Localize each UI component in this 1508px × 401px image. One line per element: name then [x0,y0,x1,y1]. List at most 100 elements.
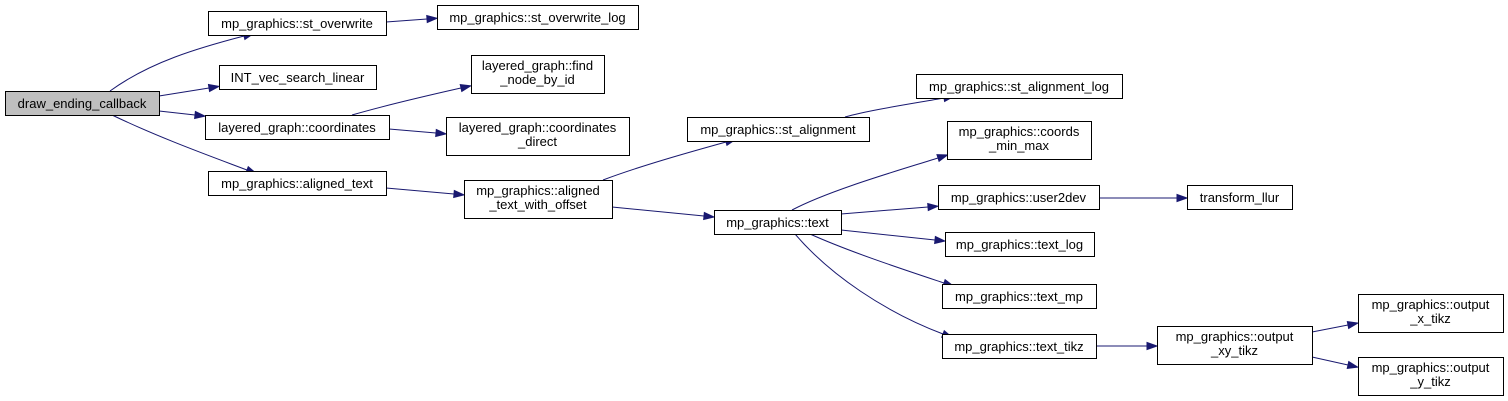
node-box [1358,357,1504,396]
edge-output_xy_tikz-to-output_y_tikz [1311,356,1360,369]
node-st_overwrite_log[interactable]: mp_graphics::st_overwrite_log [437,5,639,30]
node-box [916,74,1123,99]
node-box [947,121,1092,160]
node-find_node_by_id[interactable]: layered_graph::find_node_by_id [471,55,605,94]
edge-text-to-text_log [840,229,947,245]
node-transform_llur[interactable]: transform_llur [1187,185,1293,210]
node-box [942,284,1097,309]
node-output_xy_tikz[interactable]: mp_graphics::output_xy_tikz [1157,326,1313,365]
edge-aligned_text-to-aligned_text_with_offset [385,187,466,199]
node-text[interactable]: mp_graphics::text [714,210,842,235]
node-output_x_tikz[interactable]: mp_graphics::output_x_tikz [1358,294,1504,333]
edge-line [109,35,245,92]
node-label-line: mp_graphics::output [1372,297,1490,312]
node-label-line: layered_graph::find [482,58,593,73]
edge-line [791,157,939,211]
node-label-line: mp_graphics::st_overwrite [221,16,373,31]
node-box [464,180,613,219]
arrowhead-icon [703,211,716,221]
edge-line [794,233,944,335]
node-coordinates_direct[interactable]: layered_graph::coordinates_direct [446,117,630,156]
arrowhead-icon [1176,193,1189,203]
node-label-line: _text_with_offset [488,197,587,212]
edge-draw_ending_callback-to-coordinates [158,110,207,120]
arrowhead-icon [927,202,940,212]
node-st_alignment_log[interactable]: mp_graphics::st_alignment_log [916,74,1123,99]
edge-coordinates-to-find_node_by_id [351,84,473,116]
node-aligned_text[interactable]: mp_graphics::aligned_text [208,171,387,196]
node-box [437,5,639,30]
node-int_vec_search_linear[interactable]: INT_vec_search_linear [219,65,377,90]
arrowhead-icon [426,14,439,24]
node-text_log[interactable]: mp_graphics::text_log [945,232,1095,257]
edge-text-to-user2dev [840,202,940,215]
node-st_alignment[interactable]: mp_graphics::st_alignment [687,117,870,142]
node-box [446,117,630,156]
node-text_mp[interactable]: mp_graphics::text_mp [942,284,1097,309]
node-label-line: mp_graphics::output [1176,329,1294,344]
edge-text-to-coords_min_max [791,154,949,211]
edge-text_tikz-to-output_xy_tikz [1096,341,1159,351]
node-coordinates[interactable]: layered_graph::coordinates [205,115,390,140]
edge-coordinates-to-coordinates_direct [388,128,448,138]
edge-line [385,18,428,23]
node-label-line: mp_graphics::st_alignment_log [929,79,1109,94]
node-label-line: _x_tikz [1409,311,1450,326]
node-label-line: mp_graphics::user2dev [951,190,1087,205]
node-box [1157,326,1313,365]
node-label-line: mp_graphics::st_overwrite_log [449,10,625,25]
arrowhead-icon [1346,360,1360,369]
node-box [942,334,1097,359]
edge-line [809,233,945,284]
node-box [471,55,605,94]
node-box [5,91,160,116]
node-label-line: mp_graphics::coords [959,124,1080,139]
node-aligned_text_with_offset[interactable]: mp_graphics::aligned_text_with_offset [464,180,613,219]
node-draw_ending_callback[interactable]: draw_ending_callback [5,91,160,116]
edge-draw_ending_callback-to-int_vec_search_linear [158,83,221,97]
edge-line [840,206,929,215]
node-box [208,11,387,36]
arrowhead-icon [934,235,947,245]
node-coords_min_max[interactable]: mp_graphics::coords_min_max [947,121,1092,160]
arrowhead-icon [435,128,448,138]
edge-text-to-text_tikz [794,233,954,339]
node-box [1187,185,1293,210]
node-label-line: INT_vec_search_linear [231,70,365,85]
edge-line [1311,356,1349,366]
node-st_overwrite[interactable]: mp_graphics::st_overwrite [208,11,387,36]
edge-line [158,110,196,116]
node-user2dev[interactable]: mp_graphics::user2dev [938,185,1100,210]
node-label-line: draw_ending_callback [18,96,147,111]
node-label-line: mp_graphics::text_tikz [954,339,1083,354]
edge-output_xy_tikz-to-output_x_tikz [1311,320,1360,333]
node-label-line: layered_graph::coordinates [459,120,617,135]
node-box [219,65,377,90]
arrowhead-icon [936,154,949,163]
node-label-line: transform_llur [1200,190,1280,205]
edge-line [844,97,945,118]
arrowhead-icon [1146,341,1159,351]
node-text_tikz[interactable]: mp_graphics::text_tikz [942,334,1097,359]
edge-line [840,229,936,241]
edges-layer [109,14,1360,369]
edge-user2dev-to-transform_llur [1099,193,1189,203]
node-output_y_tikz[interactable]: mp_graphics::output_y_tikz [1358,357,1504,396]
node-label-line: layered_graph::coordinates [218,120,376,135]
node-label-line: mp_graphics::output [1372,360,1490,375]
node-box [205,115,390,140]
edge-line [158,87,210,97]
edge-text-to-text_mp [809,233,955,287]
edge-line [111,114,248,171]
node-label-line: _min_max [988,138,1049,153]
edge-aligned_text_with_offset-to-text [611,206,716,221]
node-box [938,185,1100,210]
arrowhead-icon [453,189,466,199]
node-label-line: mp_graphics::text [726,215,829,230]
edge-line [385,187,455,195]
edge-st_overwrite-to-st_overwrite_log [385,14,439,24]
node-label-line: _direct [517,134,557,149]
node-label-line: mp_graphics::text_mp [955,289,1083,304]
arrowhead-icon [1346,320,1360,330]
